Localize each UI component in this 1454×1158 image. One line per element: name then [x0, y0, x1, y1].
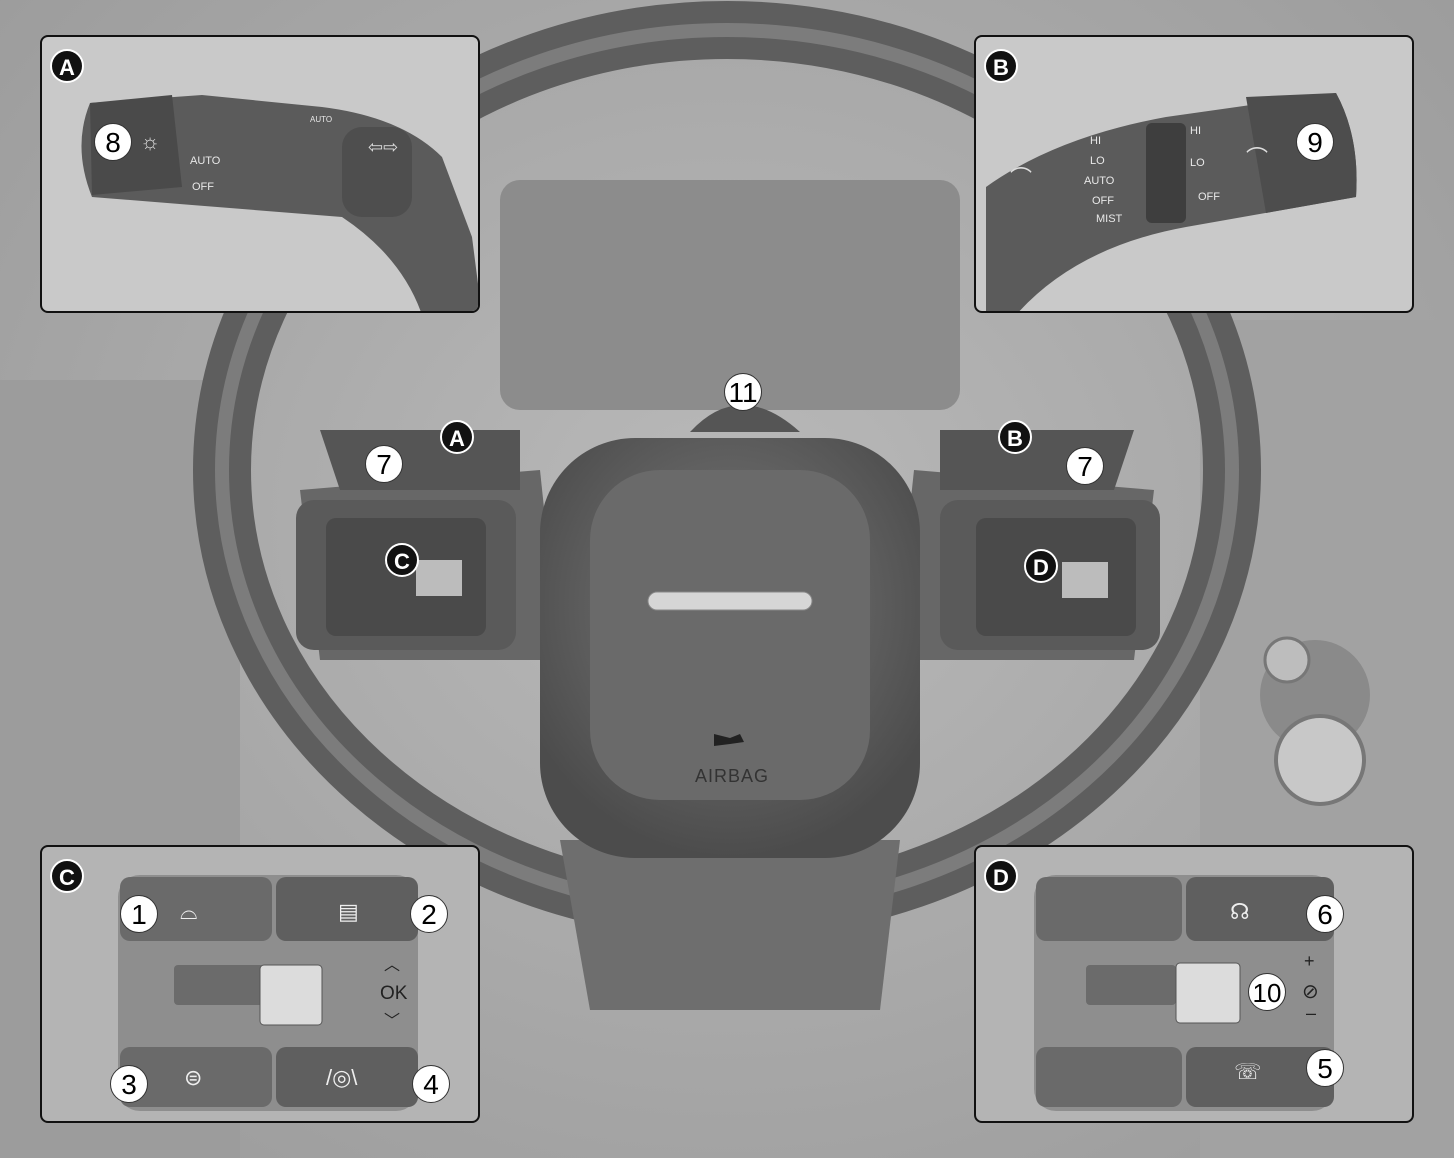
minus-label: – — [1306, 1003, 1317, 1023]
small-knob — [1263, 636, 1311, 684]
callout-b: B — [998, 420, 1032, 454]
voice-number: 6 — [1306, 895, 1344, 933]
left-switch-drawing — [118, 875, 418, 1111]
inset-b-wiper-stalk: B 9 ⌒ HI LO AUTO OFF MIST HI LO OFF ⌒ — [974, 35, 1414, 313]
callout-a: A — [440, 420, 474, 454]
horn-number: 11 — [724, 373, 762, 411]
callout-c: C — [385, 543, 419, 577]
car-gauge-icon[interactable]: ⌓ — [180, 899, 198, 924]
left-switch-buttons — [326, 518, 486, 636]
chevron-up-icon[interactable]: ︿ — [384, 957, 401, 974]
inset-b-number: 9 — [1296, 123, 1334, 161]
instrument-cluster — [500, 180, 960, 410]
voice-icon[interactable]: ☊ — [1230, 899, 1250, 924]
bottom-spoke — [560, 840, 900, 1010]
wiper-icon: ⌒ — [1010, 166, 1033, 191]
steer-assist-number: 4 — [412, 1065, 450, 1103]
wiper-off-label: OFF — [1092, 195, 1114, 207]
menu-number: 2 — [410, 895, 448, 933]
inset-c-left-switches: C 1 2 3 4 ⌓ ▤ ⊜ /◎\ OK ︿ ﹀ — [40, 845, 480, 1123]
inset-c-letter: C — [50, 859, 84, 893]
light-bar — [647, 591, 813, 611]
inset-a-number: 8 — [94, 123, 132, 161]
wiper-lo-label: LO — [1090, 155, 1105, 167]
left-paddle-number: 7 — [365, 445, 403, 483]
left-thumbwheel — [416, 560, 462, 596]
airbag-label: AIRBAG — [695, 766, 770, 786]
right-switch-drawing — [1034, 875, 1334, 1111]
wiper-hi-label: HI — [1090, 135, 1101, 147]
right-paddle — [940, 430, 1134, 490]
right-thumbwheel — [1062, 562, 1108, 598]
drive-mode-number: 1 — [120, 895, 158, 933]
horn-tab — [690, 405, 800, 432]
horn-icon — [714, 734, 744, 746]
lane-number: 3 — [110, 1065, 148, 1103]
inset-b-letter: B — [984, 49, 1018, 83]
rear-wiper-lo-label: LO — [1190, 157, 1205, 169]
inset-d-letter: D — [984, 859, 1018, 893]
wiper-stalk-drawing — [986, 93, 1357, 311]
light-off-label: OFF — [192, 181, 214, 193]
wiper-auto-label: AUTO — [1084, 175, 1115, 187]
light-stalk-drawing — [81, 95, 478, 311]
headlamp-icon: ☼ — [140, 129, 161, 154]
inset-a-letter: A — [50, 49, 84, 83]
rear-wiper-off-label: OFF — [1198, 191, 1220, 203]
volume-number: 10 — [1248, 973, 1286, 1011]
rear-wiper-icon: ⌒ — [1246, 146, 1269, 171]
airbag-inner — [590, 470, 870, 800]
mute-icon[interactable]: ⊘ — [1302, 981, 1319, 1003]
rear-wiper-hi-label: HI — [1190, 125, 1201, 137]
inset-a-light-stalk: A 8 ☼ AUTO OFF AUTO ⇦⇨ — [40, 35, 480, 313]
right-switch-buttons — [976, 518, 1136, 636]
phone-number: 5 — [1306, 1049, 1344, 1087]
chevron-down-icon[interactable]: ﹀ — [384, 1013, 401, 1030]
inset-d-right-switches: D 6 10 5 ☊ ☏ + ⊘ – — [974, 845, 1414, 1123]
turn-signal-icon: ⇦⇨ — [368, 137, 399, 157]
ok-label: OK — [380, 983, 408, 1004]
high-beam-auto-label: AUTO — [310, 115, 333, 124]
phone-icon[interactable]: ☏ — [1234, 1059, 1262, 1084]
right-paddle-number: 7 — [1066, 447, 1104, 485]
document-icon[interactable]: ▤ — [338, 899, 359, 924]
plus-label: + — [1304, 951, 1315, 971]
lane-assist-icon[interactable]: ⊜ — [184, 1065, 203, 1090]
callout-d: D — [1024, 549, 1058, 583]
light-auto-label: AUTO — [190, 155, 221, 167]
steering-assist-icon[interactable]: /◎\ — [326, 1065, 358, 1090]
wiper-mist-label: MIST — [1096, 213, 1123, 225]
left-paddle — [320, 430, 520, 490]
volume-knob — [1274, 714, 1366, 806]
